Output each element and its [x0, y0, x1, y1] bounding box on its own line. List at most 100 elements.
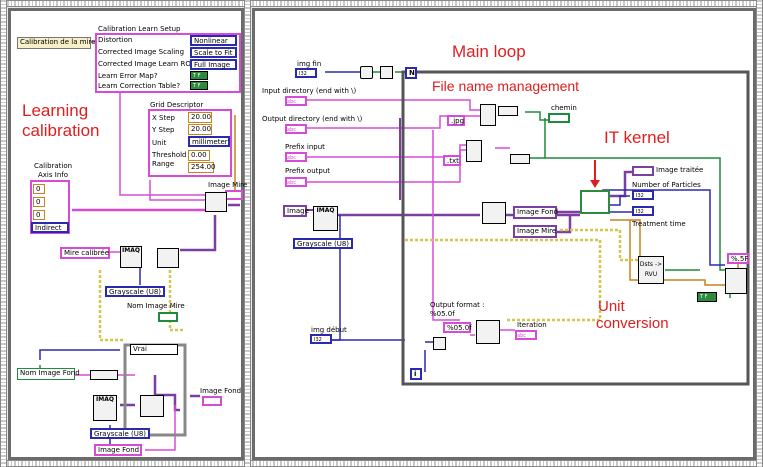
append-bool-constant[interactable]: T F	[697, 292, 717, 302]
correction-bool[interactable]: T F	[190, 81, 208, 90]
read-file-node	[157, 248, 179, 268]
image-control[interactable]: Image	[283, 205, 309, 217]
build-path-output-node	[510, 154, 530, 164]
axis-info-subtitle: Axis Info	[38, 171, 68, 179]
treatment-time-label: Treatment time	[632, 220, 686, 228]
grayscale-dropdown-2[interactable]: Grayscale (U8)	[90, 428, 150, 439]
chemin-label: chemin	[551, 104, 577, 112]
prefix-input-label: Prefix input	[285, 143, 325, 151]
axis-val-1[interactable]: 0	[33, 184, 45, 194]
file-name-management-label: File name management	[432, 78, 580, 94]
concatenate-input-node	[480, 104, 496, 126]
threshold-min[interactable]: 0.00	[188, 150, 210, 161]
imaq-create-main-node: IMAQ	[313, 206, 338, 231]
iteration-terminal: i	[410, 368, 422, 380]
image-mire-label: Image Mire	[208, 181, 248, 189]
threshold-max[interactable]: 254.00	[188, 162, 216, 173]
y-step-value[interactable]: 20.00	[188, 124, 212, 135]
scaling-label: Corrected Image Scaling	[98, 48, 185, 56]
output-directory-control[interactable]: abc	[285, 124, 307, 134]
imaq-main-label: IMAQ	[316, 207, 335, 214]
distortion-label: Distortion	[98, 36, 133, 44]
prefix-output-type: abc	[287, 180, 296, 186]
img-fin-label: img fin	[297, 60, 322, 68]
x-step-label: X Step	[152, 114, 175, 122]
image-fond-label: Image Fond	[200, 387, 242, 395]
nom-image-fond-control[interactable]: Nom Image Fond	[17, 368, 80, 380]
concatenate-output-node	[466, 140, 482, 162]
it-kernel-subvi	[580, 190, 610, 214]
img-debut-control[interactable]: I32	[310, 334, 332, 344]
prefix-input-type: abc	[287, 155, 296, 161]
error-map-bool[interactable]: T F	[190, 71, 208, 80]
iteration-label: Iteration	[517, 321, 547, 329]
increment-node	[380, 66, 393, 79]
roi-label: Corrected Image Learn ROI	[98, 60, 193, 68]
top-filmstrip	[0, 0, 763, 7]
strip-path-node	[90, 370, 118, 380]
output-format-label-2: %05.0f	[430, 310, 455, 318]
jpg-constant: .jpg	[447, 115, 465, 126]
grid-descriptor-title: Grid Descriptor	[150, 101, 204, 109]
axis-info-title: Calibration	[34, 162, 73, 170]
divider-filmstrip	[244, 0, 251, 467]
nom-image-mire-label: Nom Image Mire	[127, 302, 185, 310]
unit-dropdown[interactable]: millimeter	[188, 136, 230, 147]
image-fond-control[interactable]: Image Fond	[513, 206, 558, 219]
vrai-case-selector[interactable]: Vrai	[130, 344, 178, 355]
grayscale-main-dropdown[interactable]: Grayscale (U8)	[293, 238, 353, 249]
calibration-de-la-mire-control[interactable]: Calibration de la mire	[17, 37, 96, 49]
number-particles-label: Number of Particles	[632, 181, 701, 189]
axis-val-2[interactable]: 0	[33, 197, 45, 207]
image-mire-terminal	[225, 190, 243, 200]
output-format-label-1: Output format :	[430, 301, 485, 309]
read-file-main-node	[482, 202, 506, 224]
unit-label-text: Unit	[598, 298, 625, 315]
image-mire-control[interactable]: Image Mire	[513, 225, 557, 238]
input-directory-control[interactable]: abc	[285, 96, 307, 106]
range-label: Range	[152, 160, 175, 168]
image-traitee-label: Image traitée	[656, 166, 704, 174]
prefix-output-control[interactable]: abc	[285, 177, 307, 187]
format-string-control[interactable]: %05.0f	[443, 322, 472, 333]
dsts-rvu-node: Dsts -> RVU	[638, 256, 664, 284]
read-file-fond-node	[140, 395, 164, 417]
y-step-label: Y Step	[152, 126, 175, 134]
chemin-indicator	[548, 113, 570, 123]
imaq-create-label: IMAQ	[122, 247, 140, 254]
threshold-label: Threshold	[152, 151, 187, 159]
iteration-indicator: abc	[515, 330, 537, 340]
left-filmstrip	[0, 0, 7, 467]
image-fond-terminal	[202, 396, 222, 406]
grayscale-dropdown[interactable]: Grayscale (U8)	[105, 286, 165, 297]
axis-mode-dropdown[interactable]: Indirect	[31, 222, 69, 233]
axis-val-3[interactable]: 0	[33, 210, 45, 220]
subtract-node	[360, 66, 373, 79]
image-fond-bottom-indicator: Image Fond	[94, 444, 142, 456]
nom-image-mire-path[interactable]	[158, 312, 178, 322]
img-fin-control[interactable]: I32	[295, 68, 317, 78]
roi-dropdown[interactable]: Full Image	[190, 59, 237, 70]
scaling-dropdown[interactable]: Scale to Fit	[190, 47, 237, 58]
imaq-fond-label: IMAQ	[96, 396, 114, 403]
input-directory-label: Input directory (end with \)	[262, 87, 357, 95]
mire-calibree-indicator: Mire calibrée	[60, 247, 110, 259]
img-debut-label: img début	[311, 326, 347, 334]
imaq-create-node: IMAQ	[120, 246, 142, 268]
build-path-input-node	[498, 106, 518, 116]
format-into-string-node	[476, 320, 500, 344]
error-map-label: Learn Error Map?	[98, 72, 158, 80]
main-loop-title: Main loop	[452, 42, 526, 61]
fmt-5f-constant: %.5F	[727, 253, 749, 264]
input-directory-type: abc	[287, 99, 296, 105]
prefix-input-control[interactable]: abc	[285, 152, 307, 162]
x-step-value[interactable]: 20.00	[188, 112, 212, 123]
image-traitee-indicator	[632, 166, 654, 176]
add-node	[433, 337, 446, 350]
loop-count-terminal: N	[405, 67, 417, 79]
distortion-dropdown[interactable]: Nonlinear	[190, 35, 237, 46]
unit-label: Unit	[152, 139, 167, 147]
calibration-label: calibration	[22, 121, 100, 140]
learning-label: Learning	[22, 101, 89, 120]
it-kernel-label: IT kernel	[604, 128, 670, 147]
